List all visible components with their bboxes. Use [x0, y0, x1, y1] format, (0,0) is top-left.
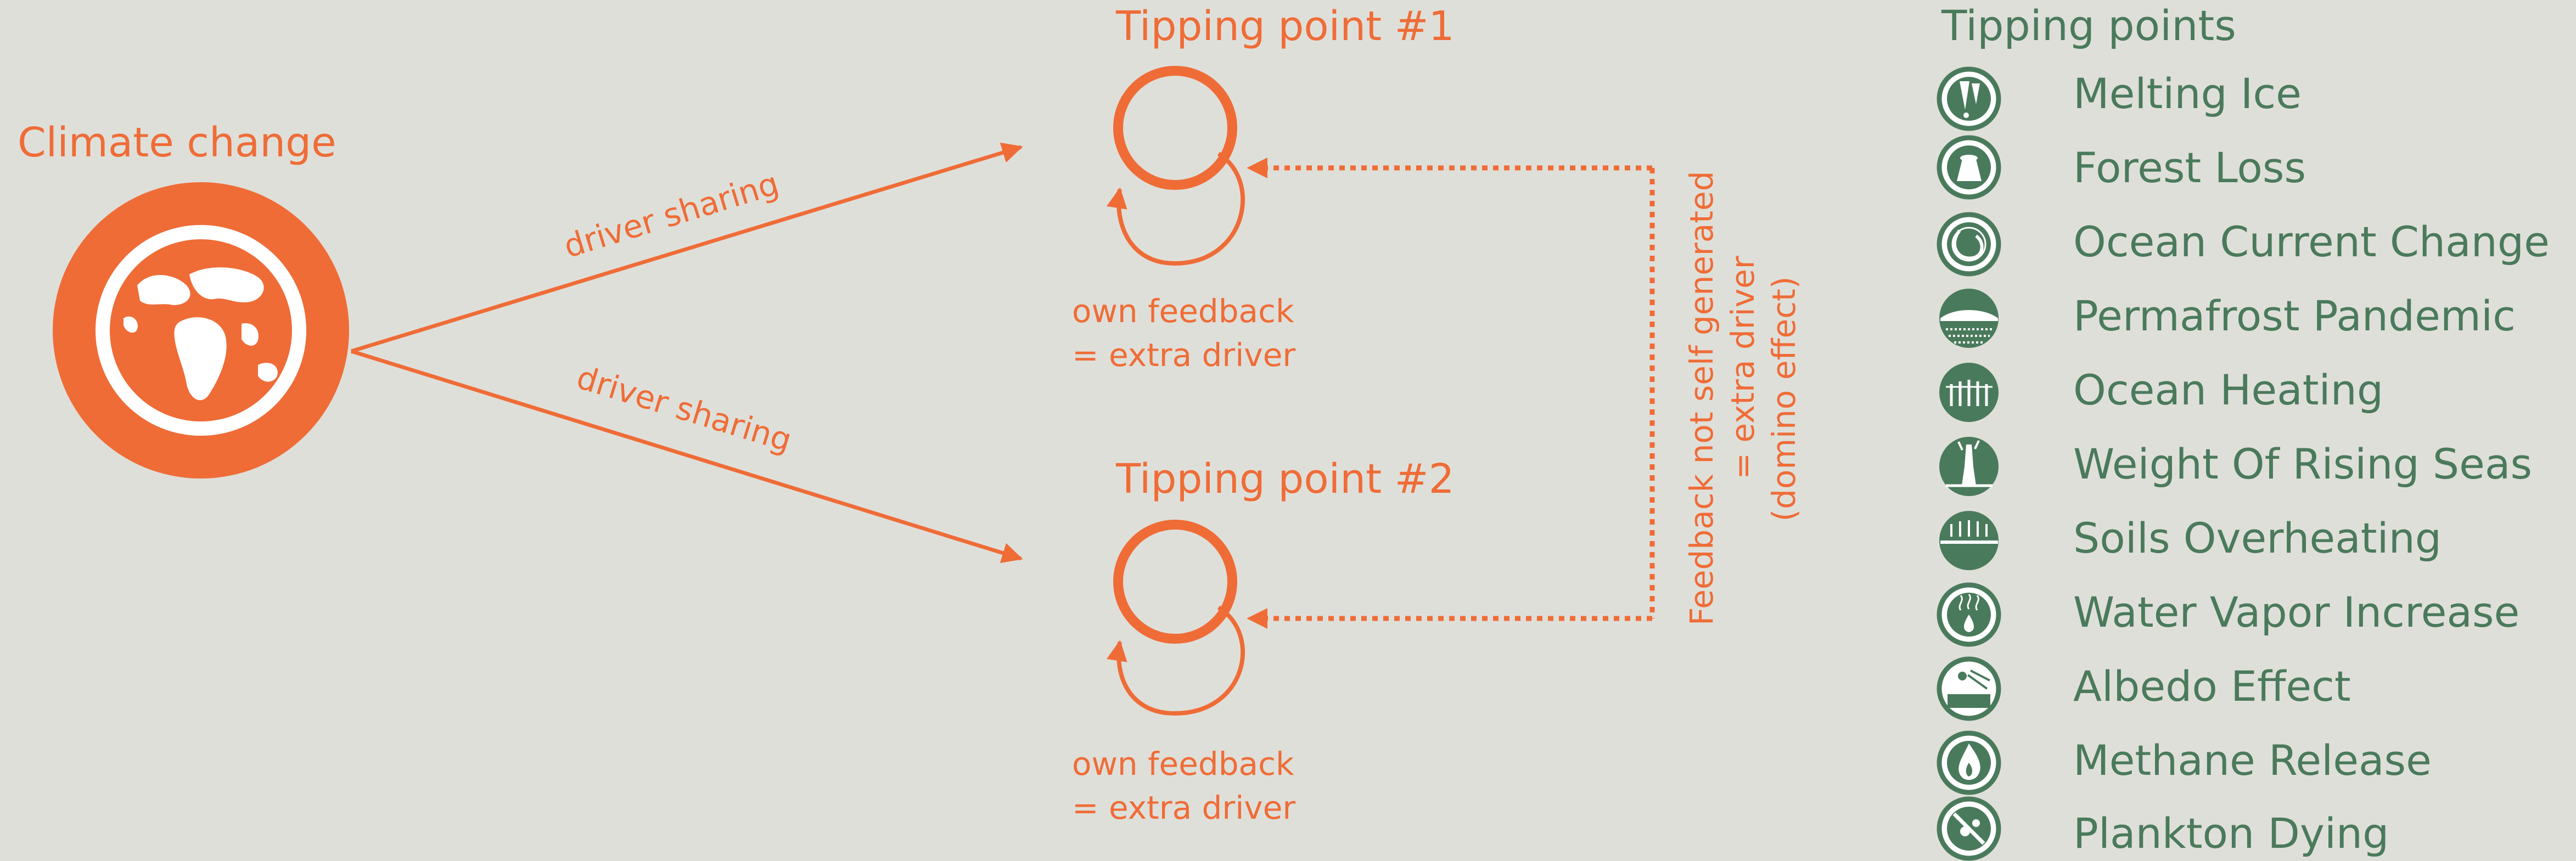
legend-item-melting-ice: Melting Ice — [1937, 66, 2302, 131]
tp2-feedback-line1: own feedback — [1072, 745, 1294, 783]
ocean-heating-icon — [1939, 363, 1999, 422]
melting-ice-icon — [1937, 66, 2001, 131]
legend-label-water-vapor-increase: Water Vapor Increase — [2073, 588, 2519, 637]
tipping-point-2-node — [1107, 520, 1245, 716]
legend-item-soils-overheating: Soils Overheating — [1939, 511, 2442, 570]
legend-label-albedo-effect: Albedo Effect — [2073, 662, 2351, 711]
water-vapor-icon — [1937, 582, 2001, 647]
legend-label-plankton-dying: Plankton Dying — [2073, 809, 2389, 858]
tipping-point-2-title: Tipping point #2 — [1115, 455, 1455, 503]
tipping-point-1-title: Tipping point #1 — [1115, 3, 1455, 50]
legend-item-plankton-dying: Plankton Dying — [1937, 796, 2389, 861]
legend-item-forest-loss: Forest Loss — [1937, 135, 2306, 200]
legend-item-ocean-heating: Ocean Heating — [1939, 363, 2383, 422]
legend-item-albedo-effect: Albedo Effect — [1937, 656, 2351, 721]
methane-icon — [1937, 730, 2001, 795]
legend-title: Tipping points — [1941, 1, 2236, 50]
driver-arrow-top — [350, 142, 1023, 353]
edge-label-top: driver sharing — [559, 165, 783, 265]
legend-label-forest-loss: Forest Loss — [2073, 143, 2306, 192]
legend-label-melting-ice: Melting Ice — [2073, 69, 2302, 118]
ocean-current-icon — [1937, 212, 2001, 277]
tp1-feedback-line2: = extra driver — [1072, 336, 1295, 374]
tp1-feedback-line1: own feedback — [1072, 292, 1294, 330]
forest-loss-icon — [1937, 135, 2001, 200]
legend-label-weight-of-rising-seas: Weight Of Rising Seas — [2073, 440, 2532, 488]
legend-label-ocean-heating: Ocean Heating — [2073, 365, 2383, 414]
tipping-point-1-node — [1107, 66, 1245, 266]
legend-list: Melting Ice Forest Loss Ocean Current Ch… — [1937, 66, 2550, 861]
legend-label-permafrost-pandemic: Permafrost Pandemic — [2073, 291, 2516, 340]
plankton-icon — [1937, 796, 2001, 861]
legend-item-water-vapor-increase: Water Vapor Increase — [1937, 582, 2519, 647]
edge-label-bottom: driver sharing — [573, 358, 796, 459]
climate-change-title: Climate change — [18, 119, 336, 166]
soils-overheating-icon — [1939, 511, 1999, 570]
cross-feedback-line3: (domino effect) — [1765, 277, 1803, 522]
legend-label-ocean-current-change: Ocean Current Change — [2073, 217, 2550, 266]
driver-arrow-bottom — [350, 349, 1023, 564]
permafrost-icon — [1939, 289, 1999, 348]
cross-feedback-line2: = extra driver — [1724, 256, 1761, 479]
legend-label-soils-overheating: Soils Overheating — [2073, 514, 2442, 562]
legend-item-weight-of-rising-seas: Weight Of Rising Seas — [1939, 437, 2532, 496]
rising-seas-icon — [1939, 437, 1999, 496]
tp2-feedback-line2: = extra driver — [1072, 789, 1295, 826]
legend-item-permafrost-pandemic: Permafrost Pandemic — [1939, 289, 2516, 348]
cross-feedback-line1: Feedback not self generated — [1683, 171, 1720, 626]
legend-item-methane-release: Methane Release — [1937, 730, 2432, 795]
globe-icon — [53, 182, 349, 479]
albedo-icon — [1937, 656, 2001, 721]
legend-item-ocean-current-change: Ocean Current Change — [1937, 212, 2550, 277]
legend-label-methane-release: Methane Release — [2073, 736, 2432, 785]
